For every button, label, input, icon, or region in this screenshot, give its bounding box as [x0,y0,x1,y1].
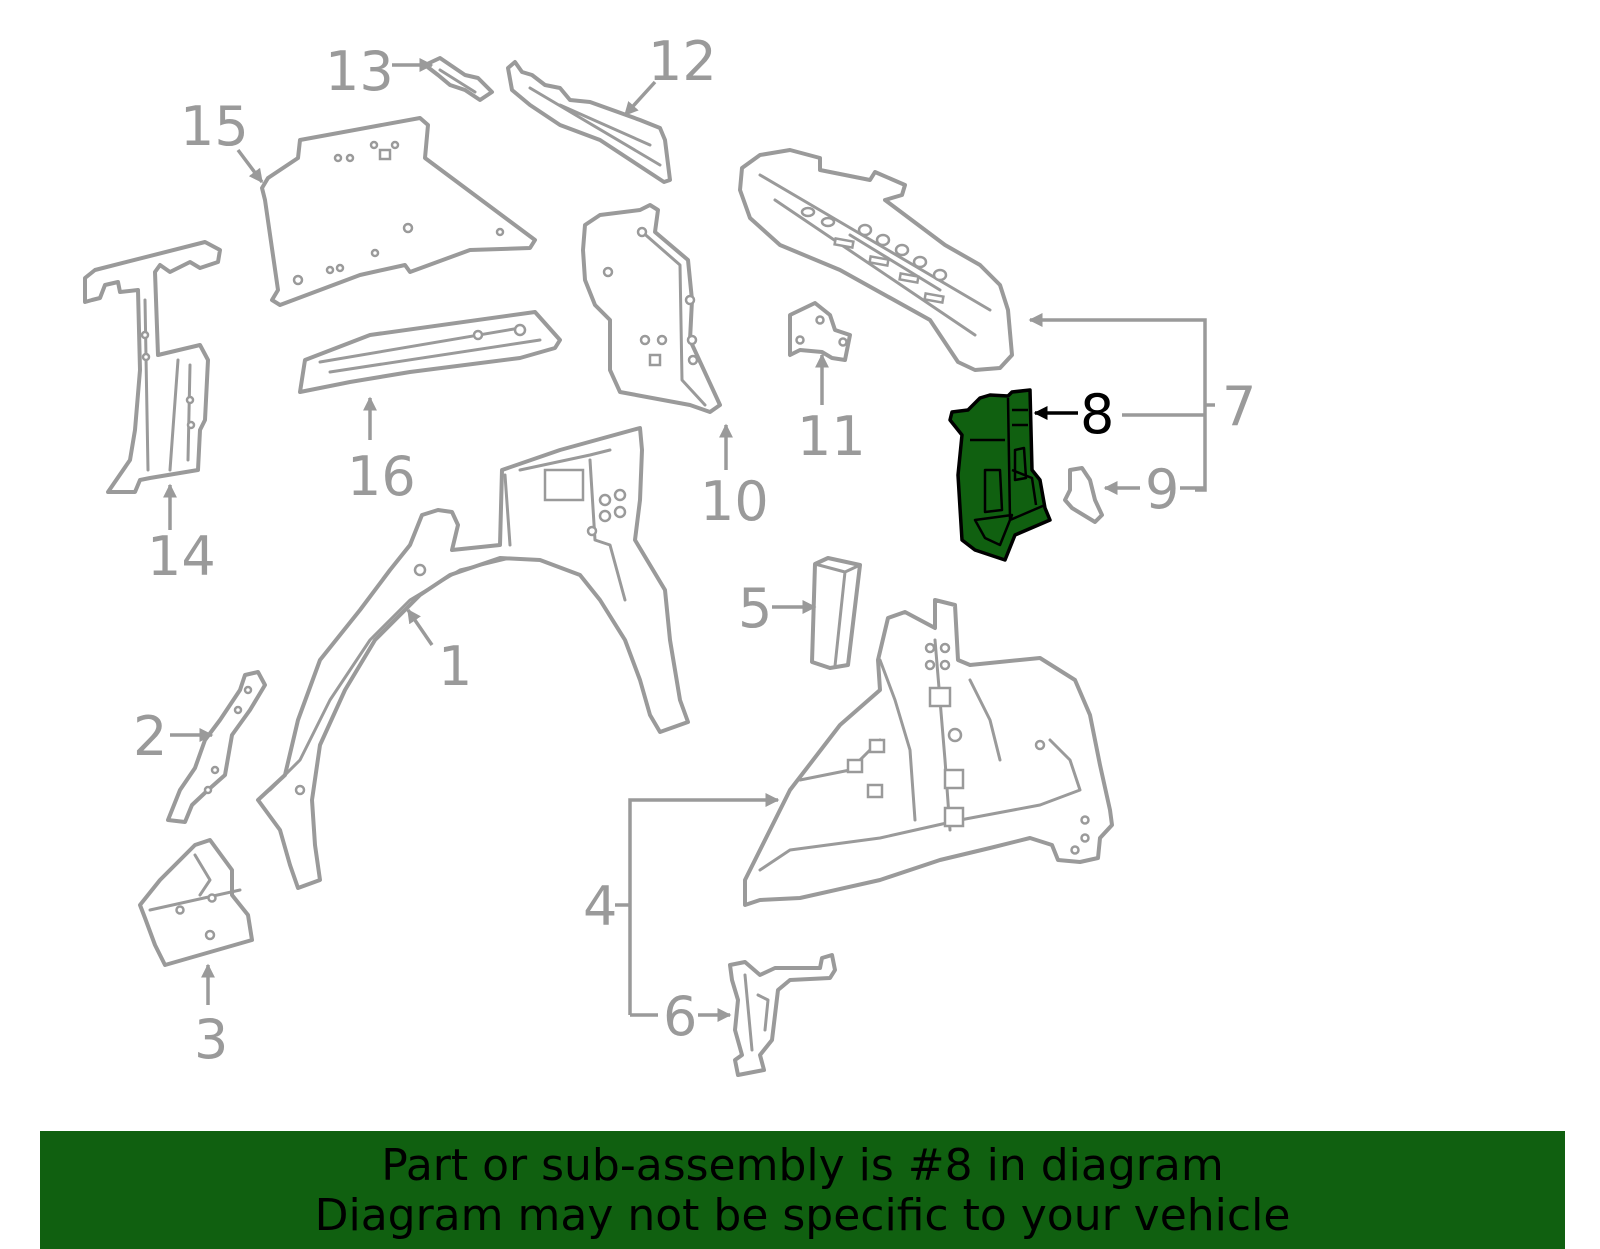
part-2 [166,670,267,824]
callout-14: 14 [147,483,216,588]
part-9 [1063,466,1104,524]
callout-label: 1 [438,635,472,698]
callout-label: 16 [347,445,416,508]
part-11 [788,301,852,362]
part-15 [260,116,537,307]
banner-line-2: Diagram may not be specific to your vehi… [314,1190,1291,1241]
callout-4: 4 [583,793,780,1015]
part-12 [506,60,672,184]
callout-16: 16 [347,396,416,508]
callout-7: 7 [1028,313,1256,492]
callout-label: 4 [583,875,617,938]
callout-label: 10 [700,470,769,533]
part-13 [423,56,494,102]
part-8-highlighted [948,388,1052,562]
callout-label: 6 [663,985,697,1048]
callout-9: 9 [1103,458,1205,521]
part-16 [298,310,562,394]
callout-6: 6 [630,985,732,1048]
callout-10: 10 [700,423,769,533]
callout-label: 15 [180,95,249,158]
callout-label: 9 [1145,458,1179,521]
part-7 [738,148,1014,372]
part-10 [581,203,722,414]
callout-11: 11 [797,353,866,468]
banner-line-1: Part or sub-assembly is #8 in diagram [381,1140,1224,1191]
callout-1: 1 [406,608,472,698]
part-4 [743,598,1114,907]
part-6 [728,953,837,1077]
callout-13: 13 [325,40,434,103]
callout-8: 8 [1033,383,1205,446]
callout-2: 2 [133,705,214,768]
callout-label: 14 [147,525,216,588]
callout-12: 12 [623,30,717,117]
callout-label: 3 [194,1008,228,1071]
callout-label: 13 [325,40,394,103]
callout-label: 12 [648,30,717,93]
callout-label: 2 [133,705,167,768]
callout-label: 7 [1222,375,1256,438]
part-3 [138,838,254,967]
callout-label: 8 [1080,383,1114,446]
part-14 [83,240,222,494]
callout-label: 5 [738,577,772,640]
callout-label: 11 [797,405,866,468]
callout-15: 15 [180,95,264,184]
part-1 [256,426,690,890]
part-5 [810,556,862,670]
info-banner: Part or sub-assembly is #8 in diagram Di… [40,1131,1565,1249]
callout-3: 3 [194,963,228,1071]
callout-5: 5 [738,577,817,640]
